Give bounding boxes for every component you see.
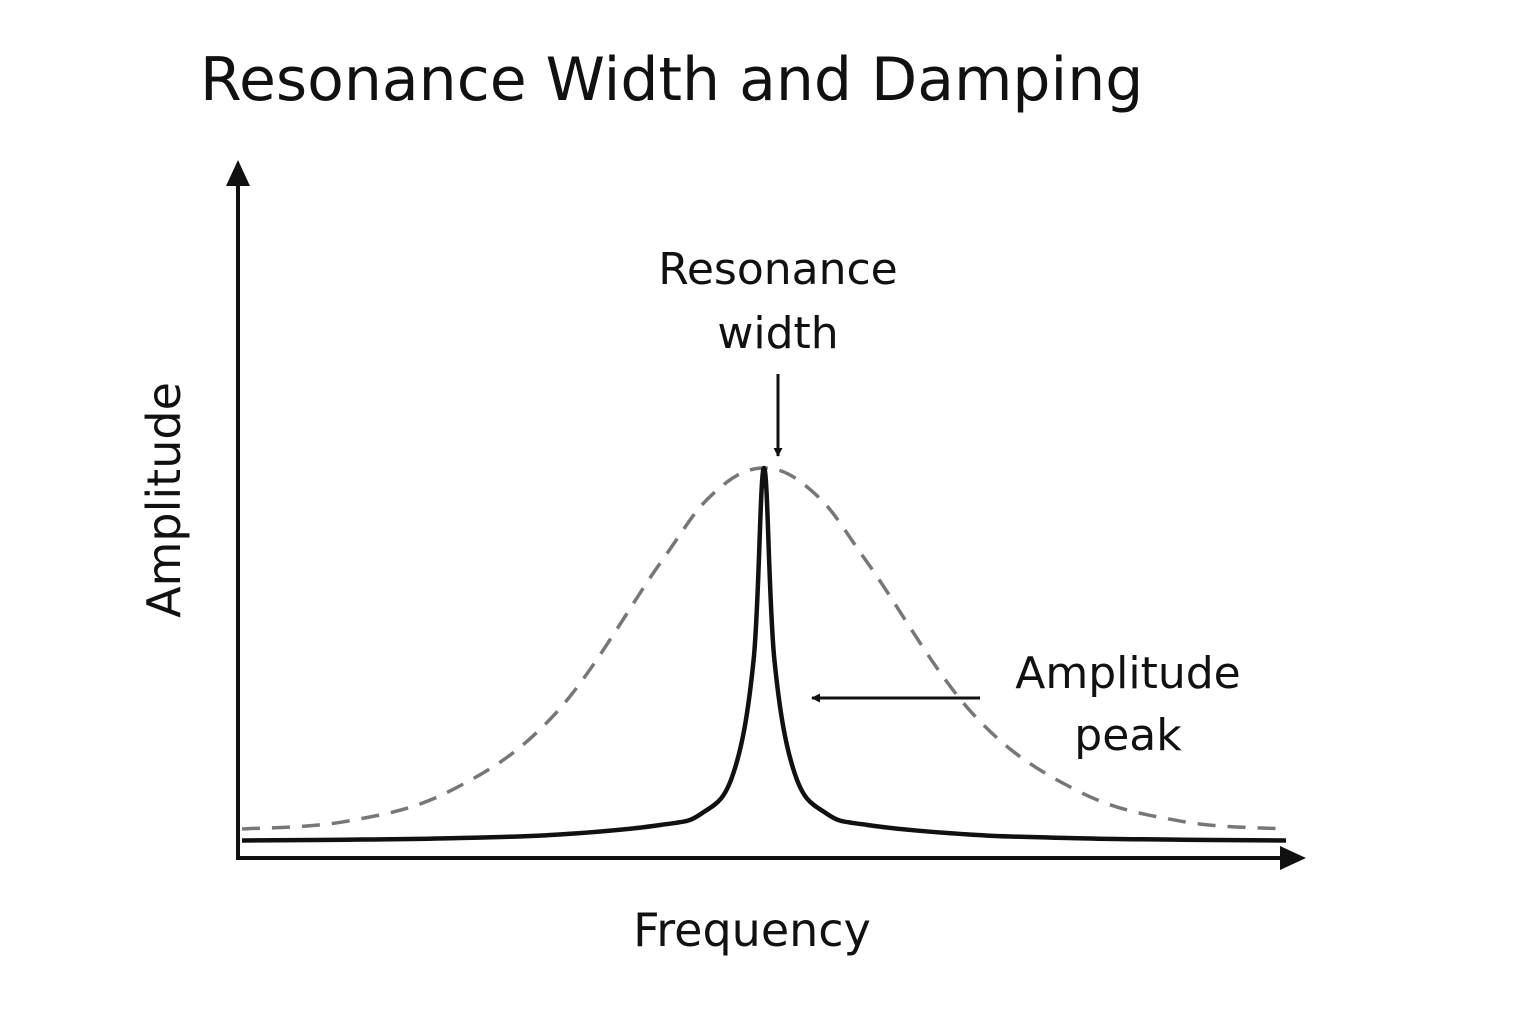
annotation-resonance-width-line2: width (717, 308, 838, 359)
annotation-resonance-width-line1: Resonance (658, 244, 898, 295)
y-axis-label: Amplitude (137, 382, 191, 618)
series-solid-curve (241, 465, 1287, 843)
annotation-amplitude-peak-line1: Amplitude (1015, 648, 1240, 699)
x-axis-arrowhead (1280, 846, 1306, 870)
annotation-amplitude-peak-line2: peak (1074, 710, 1182, 761)
chart-title: Resonance Width and Damping (200, 45, 1143, 115)
y-axis-arrowhead (226, 160, 250, 186)
x-axis-label: Frequency (633, 903, 871, 957)
